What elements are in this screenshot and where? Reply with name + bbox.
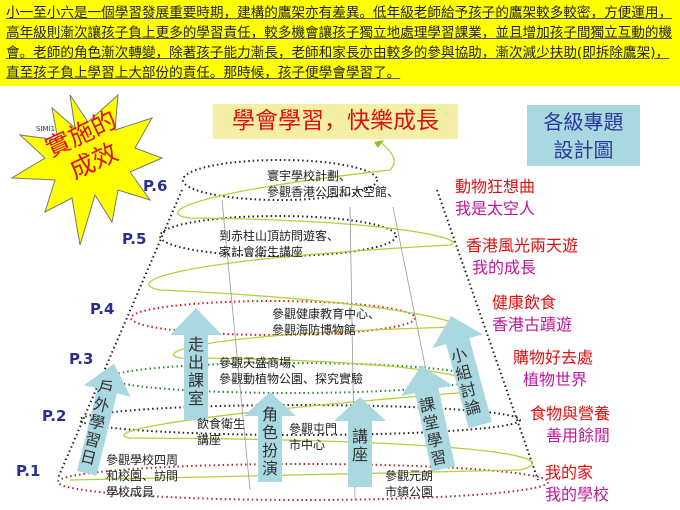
level-label-p2: P.2 bbox=[42, 407, 67, 425]
level-ellipse-p2 bbox=[79, 404, 521, 436]
intro-paragraph: 小一至小六是一個學習發展重要時期，建構的鷹架亦有差異。低年級老師給予孩子的鷹架較… bbox=[0, 0, 680, 86]
topic-line: 購物好去處 bbox=[513, 348, 594, 367]
topic-line: 食物與營養 bbox=[530, 404, 611, 423]
activity-line: 參觀海防博物館 bbox=[272, 323, 357, 337]
starburst-shape bbox=[10, 93, 164, 246]
level-label-p3: P.3 bbox=[69, 350, 94, 368]
topic-line: 我的學校 bbox=[545, 485, 610, 504]
activity-p1b: 參觀元朗 市鎮公園 bbox=[385, 468, 433, 500]
activity-line: 和校園、訪問 bbox=[106, 469, 179, 483]
activity-line: 參觀香港公園和太空館、 bbox=[267, 185, 400, 199]
starburst-tag: SIMI1 bbox=[36, 125, 56, 133]
topic-p2: 食物與營養 善用餘閒 bbox=[530, 403, 610, 447]
spiral-arrowhead bbox=[374, 140, 384, 148]
activity-p2a: 飲食衛生 講座 bbox=[197, 416, 245, 448]
level-ellipse-p4 bbox=[130, 300, 416, 336]
topic-line: 我的家 bbox=[545, 463, 594, 482]
topic-line: 我是太空人 bbox=[455, 199, 536, 218]
activity-line: 市鎮公園 bbox=[385, 485, 434, 499]
topic-line: 善用餘閒 bbox=[546, 426, 611, 445]
topic-line: 植物世界 bbox=[523, 370, 588, 389]
level-ellipse-p1 bbox=[57, 463, 549, 501]
activity-p3: 參觀天盛商場、 參觀動植物公園、探究實驗 bbox=[219, 355, 363, 387]
activity-p4: 參觀健康教育中心、 參觀海防博物館 bbox=[272, 306, 380, 338]
topic-p4: 健康飲食 香港古蹟遊 bbox=[492, 292, 572, 336]
activity-line: 參觀天盛商場、 bbox=[219, 356, 304, 370]
level-label-p4: P.4 bbox=[90, 300, 115, 318]
arrow-label-roleplay: 角色扮演 bbox=[261, 405, 278, 478]
activity-line: 參觀學校四周 bbox=[106, 453, 179, 467]
level-label-p1: P.1 bbox=[16, 462, 41, 480]
activity-p6: 寰宇學校計劃、 參觀香港公園和太空館、 bbox=[267, 168, 399, 200]
activity-p5: 到赤柱山頂訪問遊客、 家計會衛生講座 bbox=[219, 228, 339, 260]
cone-left-edge bbox=[57, 189, 183, 479]
block-arrow-classroom bbox=[401, 365, 456, 472]
arrow-label-out-of-class: 走出課室 bbox=[187, 335, 204, 408]
topic-line: 香港風光兩天遊 bbox=[466, 236, 579, 255]
activity-line: 到赤柱山頂訪問遊客、 bbox=[219, 229, 340, 243]
activity-line: 講座 bbox=[197, 433, 222, 447]
activity-line: 參觀屯門 bbox=[289, 422, 338, 436]
page-title: 學會學習，快樂成長 bbox=[213, 104, 458, 139]
activity-line: 參觀元朗 bbox=[385, 469, 434, 483]
topic-p1: 我的家 我的學校 bbox=[545, 462, 609, 506]
topic-line: 健康飲食 bbox=[492, 293, 557, 312]
activity-line: 參觀動植物公園、探究實驗 bbox=[219, 372, 364, 386]
topic-line: 香港古蹟遊 bbox=[492, 315, 573, 334]
activity-line: 家計會衛生講座 bbox=[219, 245, 304, 259]
block-arrow-group bbox=[432, 315, 492, 429]
activity-line: 飲食衛生 bbox=[197, 417, 246, 431]
block-arrow-talk bbox=[334, 397, 386, 487]
thin-arrow bbox=[392, 206, 431, 391]
block-arrow-outdoor bbox=[76, 363, 131, 476]
level-label-p6: P.6 bbox=[143, 177, 168, 195]
level-label-p5: P.5 bbox=[122, 230, 147, 248]
activity-line: 市中心 bbox=[289, 438, 326, 452]
topic-p3: 購物好去處 植物世界 bbox=[513, 347, 593, 391]
activity-p1a: 參觀學校四周 和校園、訪問 學校成員 bbox=[106, 452, 178, 500]
design-line: 各級專題 bbox=[543, 110, 624, 134]
activity-line: 參觀健康教育中心、 bbox=[272, 307, 381, 321]
thin-arrow bbox=[221, 199, 251, 491]
level-ellipse-p5 bbox=[159, 215, 397, 257]
level-ellipse-p6 bbox=[182, 159, 378, 201]
block-arrow-roleplay bbox=[244, 392, 296, 482]
topic-line: 我的成長 bbox=[472, 258, 537, 277]
design-box: 各級專題 設計圖 bbox=[527, 105, 640, 166]
topic-p5: 香港風光兩天遊 我的成長 bbox=[466, 235, 578, 279]
activity-p2b: 參觀屯門 市中心 bbox=[289, 421, 337, 453]
activity-line: 學校成員 bbox=[106, 485, 155, 499]
arrow-label-talk: 講座 bbox=[351, 427, 368, 464]
cone-right-edge bbox=[436, 189, 539, 481]
design-line: 設計圖 bbox=[553, 138, 614, 162]
topic-p6: 動物狂想曲 我是太空人 bbox=[455, 176, 535, 220]
topic-line: 動物狂想曲 bbox=[455, 177, 536, 196]
activity-line: 寰宇學校計劃、 bbox=[267, 169, 352, 183]
block-arrow-out-of-class bbox=[170, 308, 222, 420]
